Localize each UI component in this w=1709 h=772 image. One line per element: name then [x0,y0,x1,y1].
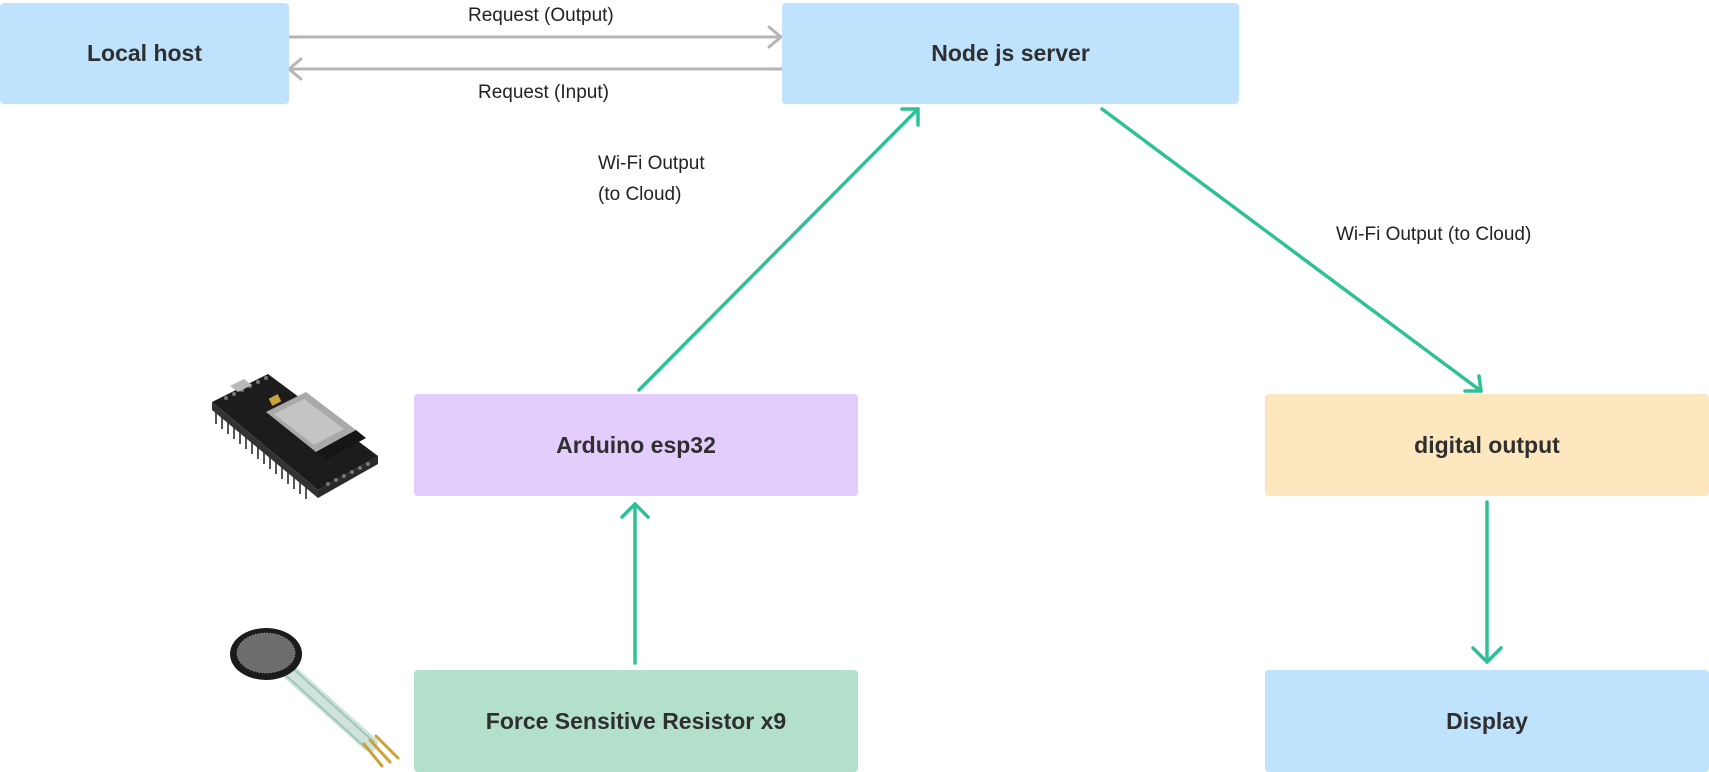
fsr-to-arduino-arrow [620,502,650,665]
digital-output-node: digital output [1265,394,1709,496]
wifi-output-left-label-line2: (to Cloud) [598,184,682,205]
request-output-label: Request (Output) [468,5,614,26]
request-input-label: Request (Input) [478,82,609,103]
display-label: Display [1446,707,1528,734]
local-host-node: Local host [0,3,289,104]
wifi-output-arrow-left [637,107,920,392]
node-server-label: Node js server [931,40,1090,66]
force-sensor-image [230,628,400,768]
local-host-label: Local host [86,40,202,66]
esp32-board-image [212,374,378,499]
wifi-output-right-label: Wi-Fi Output (to Cloud) [1336,224,1532,245]
digital-output-label: digital output [1414,431,1560,458]
node-server-node: Node js server [782,3,1239,104]
fsr-label: Force Sensitive Resistor x9 [485,707,787,734]
arduino-label: Arduino esp32 [556,431,716,458]
fsr-node: Force Sensitive Resistor x9 [414,670,858,772]
wifi-output-arrow-right [1100,107,1483,393]
request-output-arrow [287,25,783,49]
arduino-node: Arduino esp32 [414,394,858,496]
display-node: Display [1265,670,1709,772]
wifi-output-left-label-line1: Wi-Fi Output [598,153,705,174]
request-input-arrow [287,57,784,81]
output-to-display-arrow [1471,500,1503,664]
